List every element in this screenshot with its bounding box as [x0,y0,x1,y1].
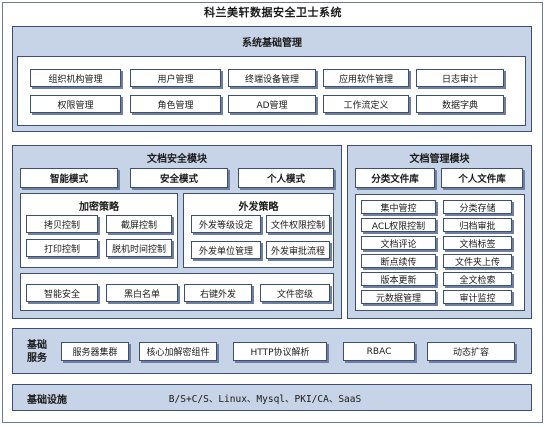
http-parser-box: HTTP协议解析 [233,342,327,361]
doc-security-heading: 文档安全模块 [147,154,207,165]
version-update-box: 版本更新 [361,272,436,286]
audit-monitor-box: 审计监控 [443,290,512,304]
smart-security-box: 智能安全 [26,284,98,302]
screenshot-control-box: 截屏控制 [106,215,172,233]
system-management-inner [17,56,526,126]
secure-mode-box: 安全模式 [130,168,228,188]
permission-management-box: 权限管理 [30,95,121,113]
infrastructure-label: 基础设施 [27,395,67,406]
log-audit-box: 日志审计 [416,69,504,87]
acl-control-box: ACL权限控制 [361,218,436,232]
rbac-box: RBAC [343,342,415,361]
folder-upload-box: 文件夹上传 [443,254,512,268]
metadata-management-box: 元数据管理 [361,290,436,304]
user-management-box: 用户管理 [130,69,221,87]
category-storage-box: 分类存储 [443,200,512,214]
server-cluster-box: 服务器集群 [61,342,129,361]
print-control-box: 打印控制 [26,239,98,257]
system-management-heading: 系统基础管理 [242,38,302,49]
copy-control-box: 拷贝控制 [26,215,98,233]
personal-library-box: 个人文件库 [441,168,523,188]
resume-transfer-box: 断点续传 [361,254,436,268]
infrastructure-strip [12,384,532,411]
crypto-component-box: 核心加解密组件 [139,342,217,361]
diagram-title: 科兰美轩数据安全卫士系统 [204,6,342,19]
offline-time-control-box: 脱机时间控制 [106,239,172,257]
doc-management-heading: 文档管理模块 [409,154,470,165]
dynamic-scaling-box: 动态扩容 [427,342,515,361]
role-management-box: 角色管理 [130,95,221,113]
org-structure-box: 组织机构管理 [30,69,121,87]
basic-services-label: 基础服务 [27,340,47,364]
right-click-outgoing-box: 右键外发 [184,284,252,302]
workflow-definition-box: 工作流定义 [323,95,409,113]
doc-tag-box: 文档标签 [443,236,512,250]
outgoing-policy-heading: 外发策略 [238,202,279,213]
fulltext-search-box: 全文检索 [443,272,512,286]
personal-mode-box: 个人模式 [238,168,334,188]
outgoing-level-box: 外发等级设定 [191,215,261,233]
central-control-box: 集中管控 [361,200,436,214]
infrastructure-value: B/S+C/S、Linux、Mysql、PKI/CA、SaaS [168,394,362,405]
outgoing-approval-box: 外发审批流程 [266,241,330,259]
category-library-box: 分类文件库 [355,168,435,188]
black-white-list-box: 黑白名单 [106,284,178,302]
smart-mode-box: 智能模式 [20,168,118,188]
doc-comment-box: 文档评论 [361,236,436,250]
ad-management-box: AD管理 [228,95,316,113]
app-software-box: 应用软件管理 [323,69,409,87]
terminal-device-box: 终端设备管理 [228,69,316,87]
outgoing-unit-box: 外发单位管理 [191,241,261,259]
file-classification-box: 文件密级 [260,284,330,302]
file-permission-box: 文件权限控制 [266,215,330,233]
data-dictionary-box: 数据字典 [416,95,504,113]
encryption-policy-heading: 加密策略 [79,202,119,213]
archive-approval-box: 归档审批 [443,218,512,232]
